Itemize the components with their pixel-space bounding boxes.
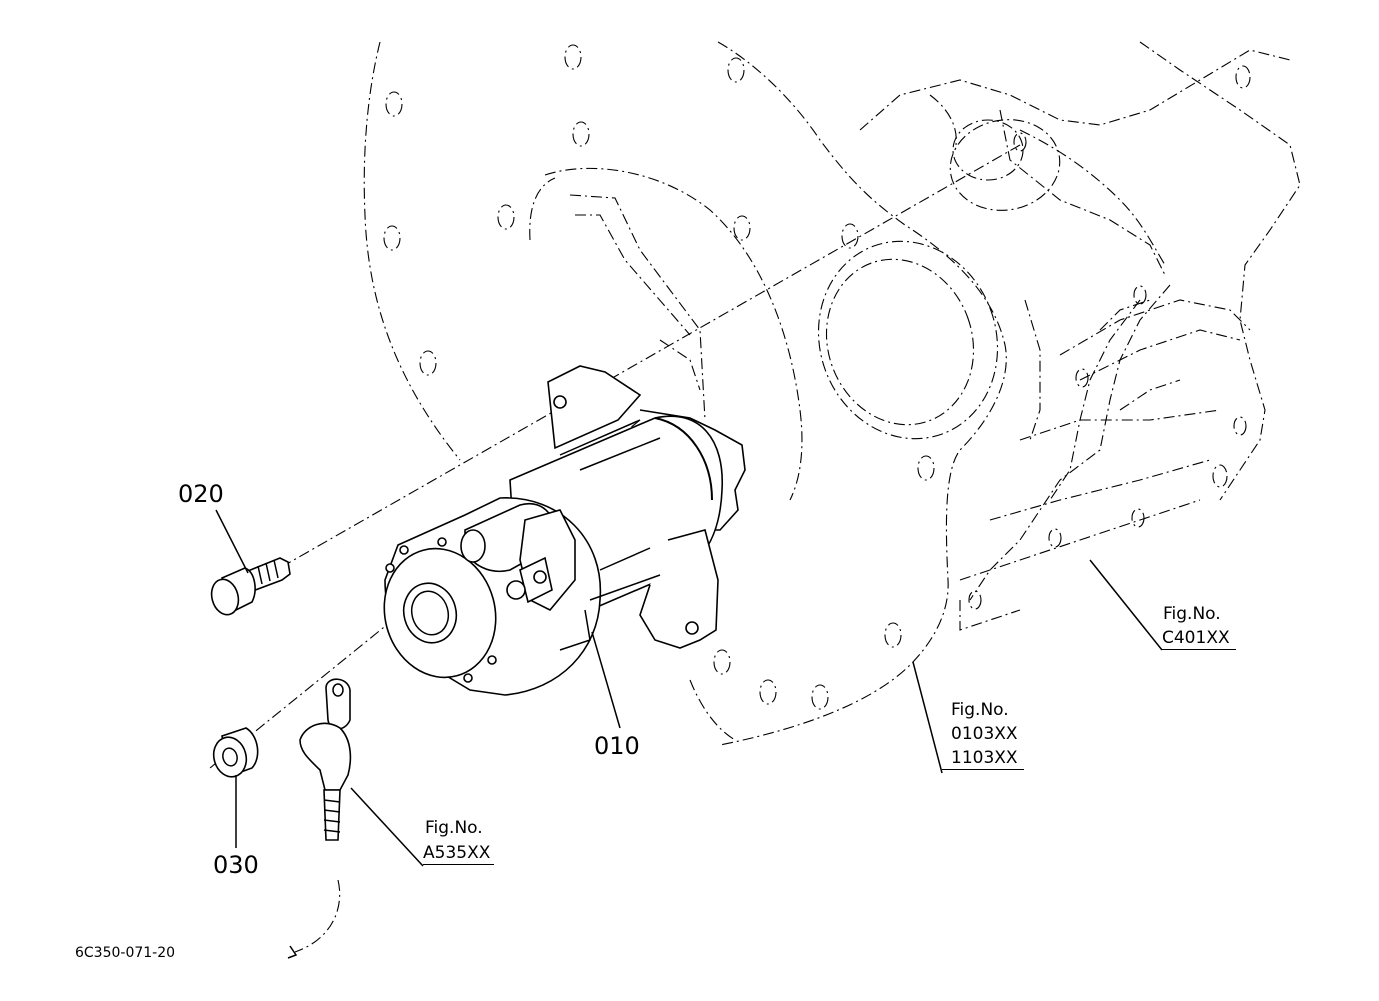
bolt-020 xyxy=(210,557,291,616)
nut-030 xyxy=(212,727,259,778)
engine-plate-outline xyxy=(363,41,1007,746)
ref-a535-number: A535XX xyxy=(423,845,495,865)
ref-c401-fig: Fig.No. xyxy=(1163,604,1221,624)
ref-a535-fig: Fig.No. xyxy=(425,818,483,838)
transmission-housing-outline xyxy=(859,41,1301,631)
part-label-030: 030 xyxy=(213,851,259,879)
ref-0103-fig: Fig.No. xyxy=(951,700,1009,720)
cable-terminal xyxy=(287,678,352,959)
ref-c401-number: C401XX xyxy=(1162,630,1236,650)
starter-motor xyxy=(383,365,746,696)
plate-bolt-holes xyxy=(383,44,935,710)
ref-1103-number: 1103XX xyxy=(942,750,1024,770)
part-label-020: 020 xyxy=(178,480,224,508)
ref-0103-number: 0103XX xyxy=(951,724,1018,744)
part-label-010: 010 xyxy=(594,732,640,760)
drawing-code: 6C350-071-20 xyxy=(75,945,176,961)
leader-lines xyxy=(215,509,1163,867)
